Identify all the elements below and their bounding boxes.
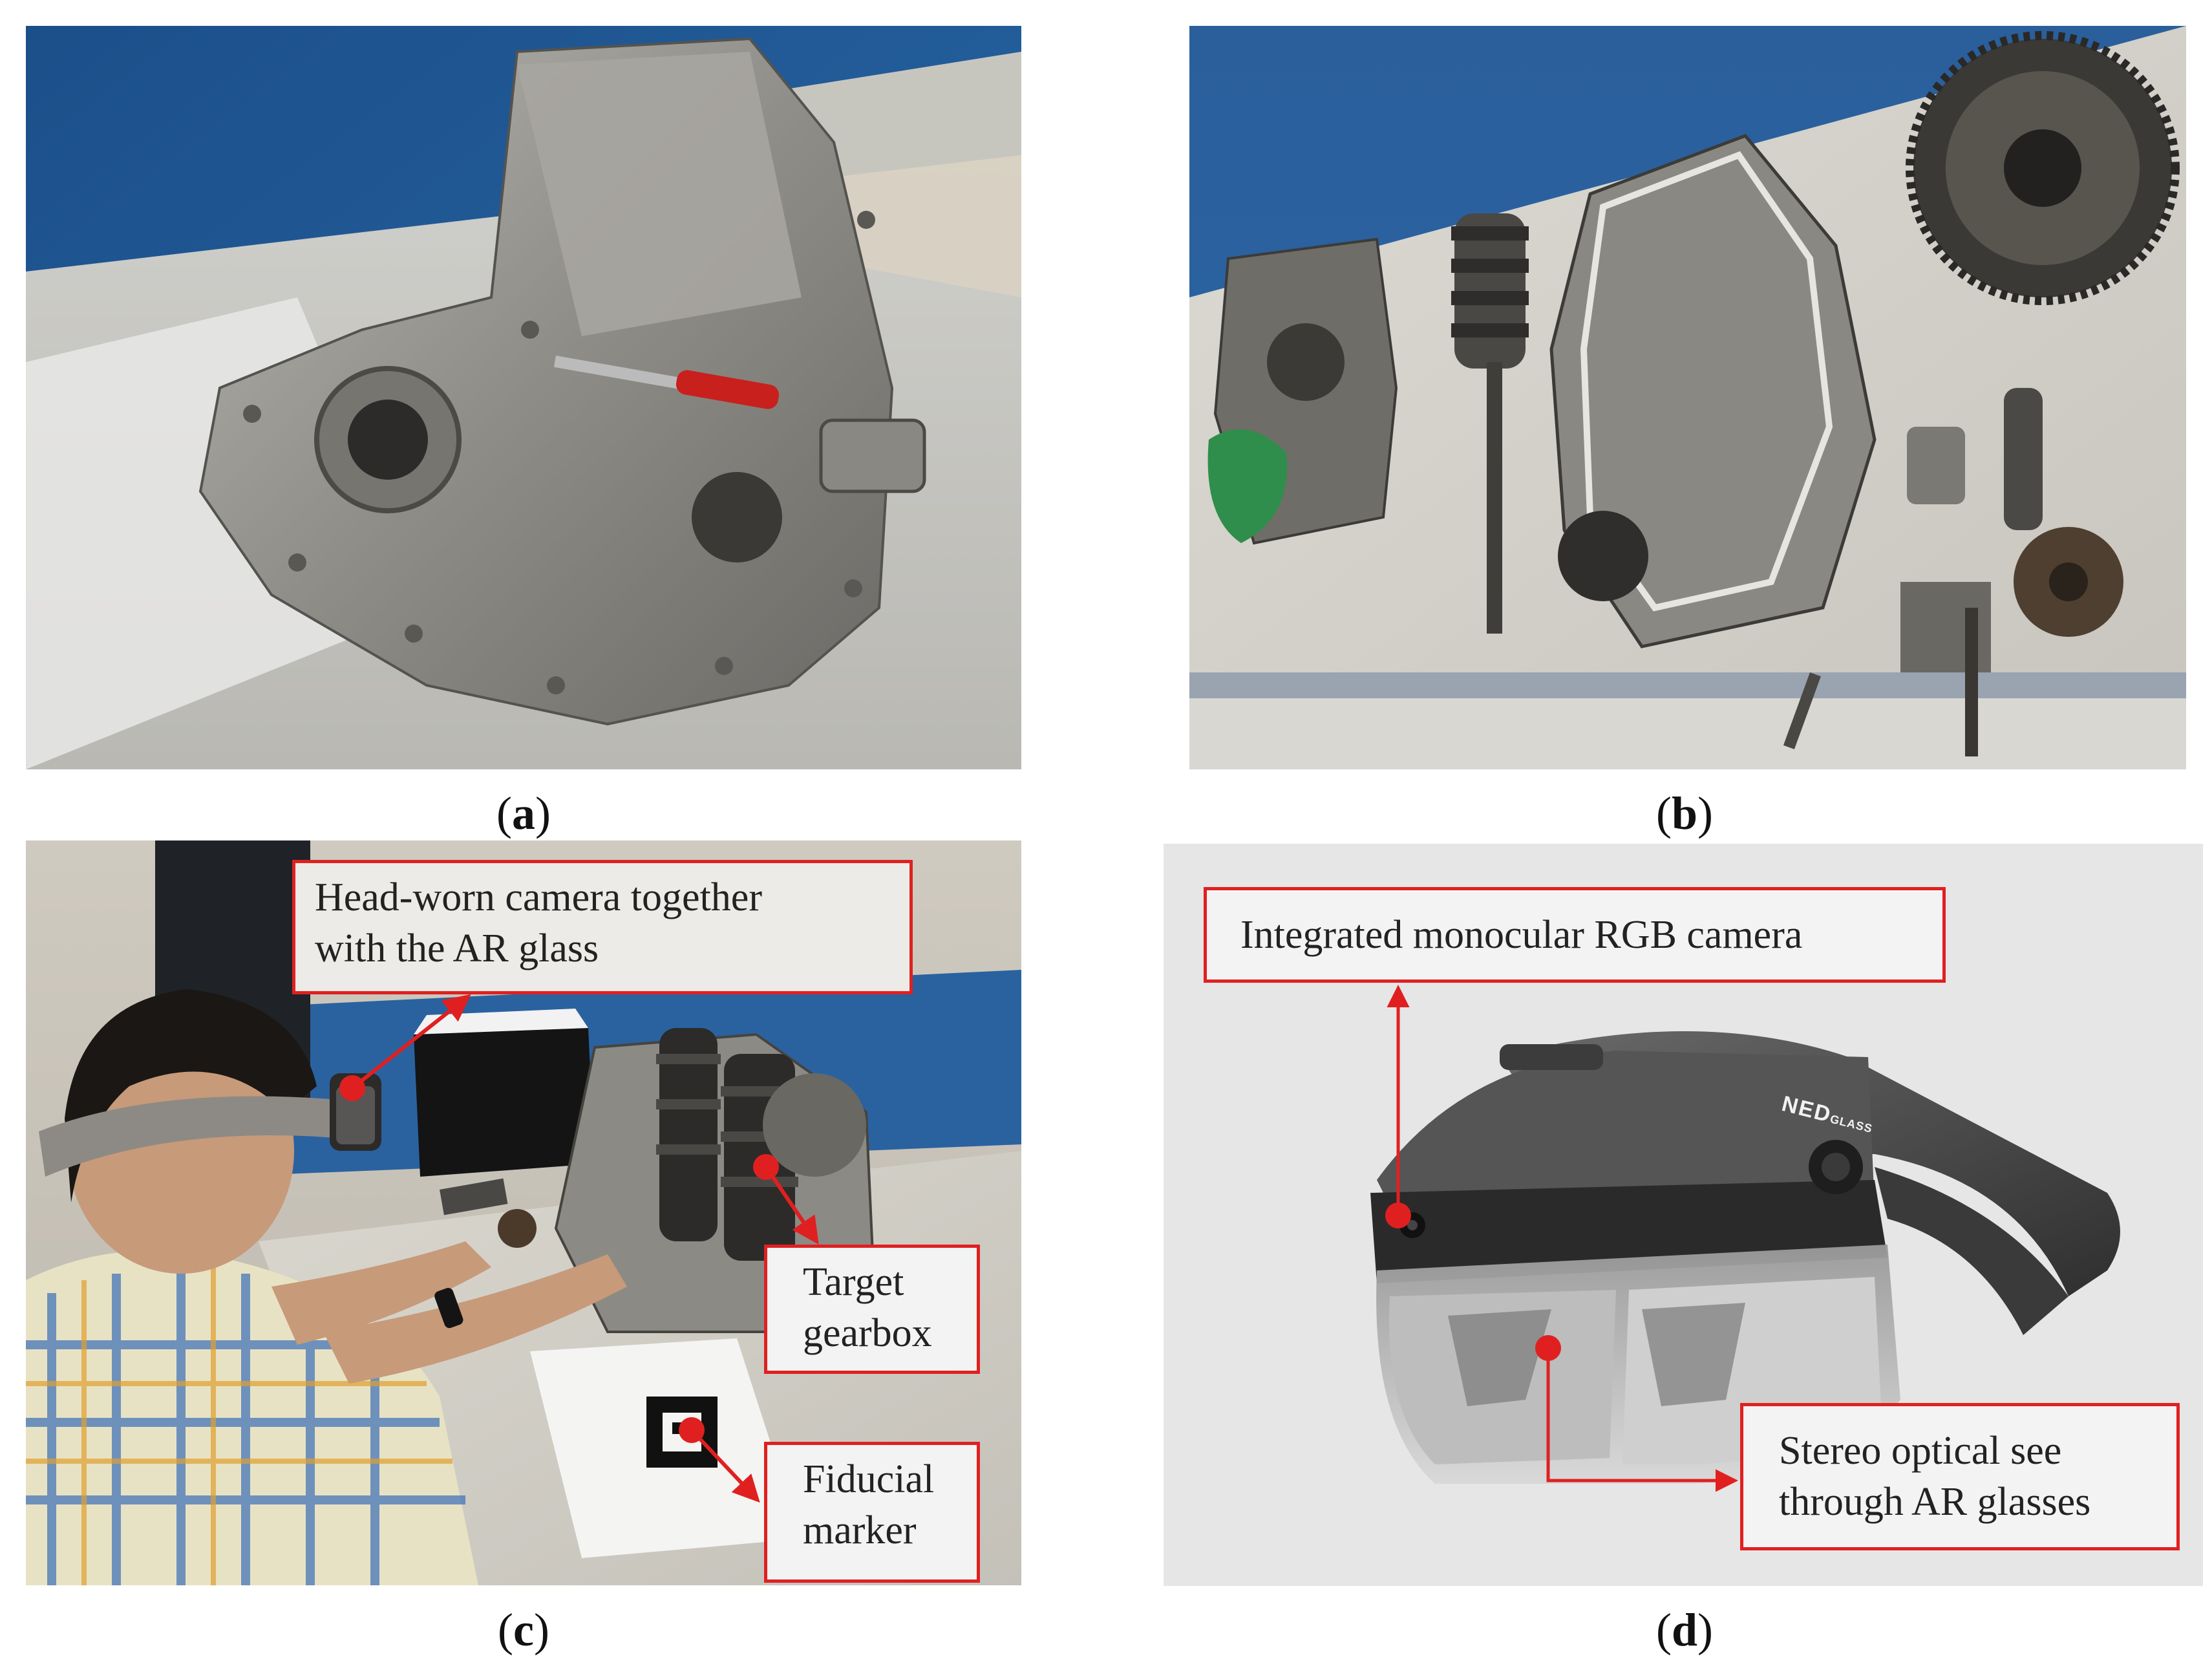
callout-line-2: marker <box>803 1508 917 1553</box>
gearbox-housing-photo <box>26 26 1021 769</box>
disassembled-parts-photo <box>1189 26 2186 769</box>
callout-line-2: with the AR glass <box>315 926 599 971</box>
callout-rgb-camera: Integrated monocular RGB camera <box>1204 887 1946 983</box>
photo-panel-b <box>1189 26 2186 769</box>
callout-fiducial-marker: Fiducial marker <box>764 1442 980 1583</box>
photo-panel-a <box>26 26 1021 769</box>
caption-c: (c) <box>498 1604 549 1656</box>
callout-head-worn-camera: Head-worn camera together with the AR gl… <box>292 860 913 994</box>
caption-d: (d) <box>1655 1604 1713 1656</box>
callout-line-1: Target <box>803 1260 904 1304</box>
callout-stereo-optical: Stereo optical see through AR glasses <box>1740 1403 2180 1550</box>
caption-a: (a) <box>496 787 551 839</box>
callout-target-gearbox: Target gearbox <box>764 1245 980 1374</box>
caption-b: (b) <box>1655 787 1713 839</box>
callout-line-1: Stereo optical see <box>1779 1429 2062 1473</box>
ar-glasses-render <box>1370 1031 2120 1484</box>
callout-line-2: gearbox <box>803 1311 932 1356</box>
callout-line-2: through AR glasses <box>1779 1480 2091 1525</box>
callout-line-1: Fiducial <box>803 1457 935 1501</box>
callout-line-1: Head-worn camera together <box>315 875 762 919</box>
callout-line-1: Integrated monocular RGB camera <box>1240 913 1803 957</box>
